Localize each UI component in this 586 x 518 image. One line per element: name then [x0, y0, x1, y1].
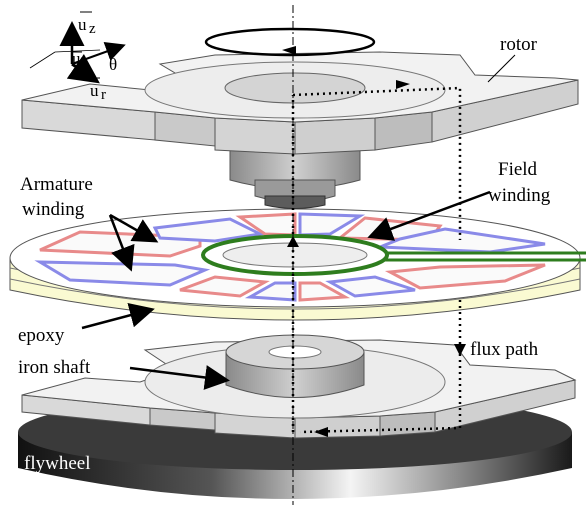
top-rotor	[21, 51, 579, 209]
axis-label-uz: u	[78, 15, 87, 34]
leader-armature-1	[109, 213, 159, 243]
flux-arrow-top	[396, 80, 410, 89]
flux-path	[291, 86, 462, 434]
rotation-arrow-icon	[204, 27, 376, 57]
leader-rotor	[487, 54, 516, 83]
label-field-winding-1: Field	[498, 159, 538, 180]
label-epoxy: epoxy	[18, 325, 65, 346]
stator-disk	[9, 208, 586, 321]
axis-label-ur-sub: r	[101, 87, 106, 103]
axis-label-utheta: u	[72, 49, 81, 68]
leader-field-winding	[367, 190, 491, 241]
axis-label-utheta-sub: θ	[109, 55, 117, 74]
label-iron-shaft: iron shaft	[18, 357, 91, 378]
flux-arrow-center	[287, 236, 299, 247]
leader-iron-shaft	[129, 365, 230, 390]
iron-shaft	[225, 334, 365, 398]
label-armature-winding-2: winding	[22, 199, 85, 220]
field-winding	[201, 234, 586, 276]
label-armature-winding-1: Armature	[20, 174, 93, 195]
label-flux-path: flux path	[470, 339, 539, 360]
flux-arrow-bottom	[314, 427, 328, 437]
leader-epoxy	[81, 303, 155, 330]
flux-arrow-right	[454, 344, 466, 356]
label-flywheel: flywheel	[24, 453, 90, 474]
label-field-winding-2: winding	[488, 185, 551, 206]
axis-label-uz-sub: z	[89, 21, 96, 37]
label-rotor: rotor	[500, 34, 538, 55]
coordinate-axes-icon: u z u θ u r	[29, 11, 126, 103]
axis-label-ur: u	[90, 81, 99, 100]
leader-armature-2	[108, 214, 135, 272]
